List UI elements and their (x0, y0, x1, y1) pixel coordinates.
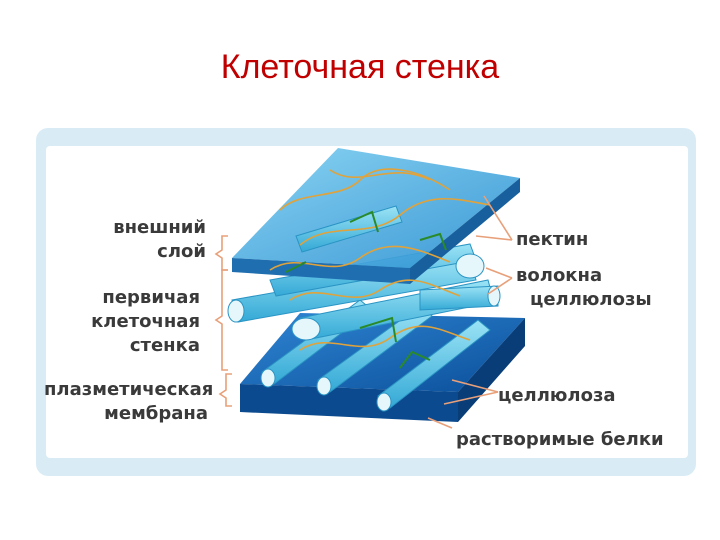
label-primary-wall: первичая клеточная стенка (80, 286, 200, 358)
pectin-strands (269, 168, 491, 351)
label-brackets (214, 235, 232, 407)
label-membrane-line1: плазметическая (44, 379, 214, 400)
label-pointers (427, 195, 513, 429)
label-fibers-line1: волокна (516, 265, 603, 286)
label-fibers-line2: целлюлозы (530, 289, 652, 310)
label-pectin: пектин (516, 229, 589, 250)
label-outer-layer-line2: слой (157, 241, 206, 262)
label-outer-layer-line1: внешний (113, 217, 206, 238)
label-plasma-membrane: плазметическая мембрана (44, 378, 214, 426)
slide-title: Клеточная стенка (220, 48, 500, 86)
label-cellulose: целлюлоза (498, 385, 616, 406)
label-soluble-proteins: растворимые белки (456, 429, 664, 450)
label-primary-wall-line1: первичая (102, 287, 200, 308)
label-primary-wall-line3: стенка (129, 335, 200, 356)
label-cellulose-fibers: волокна целлюлозы (516, 264, 652, 312)
label-primary-wall-line2: клеточная (91, 311, 200, 332)
soluble-proteins (285, 210, 447, 369)
label-membrane-line2: мембрана (104, 403, 208, 424)
label-outer-layer: внешний слой (110, 216, 206, 264)
